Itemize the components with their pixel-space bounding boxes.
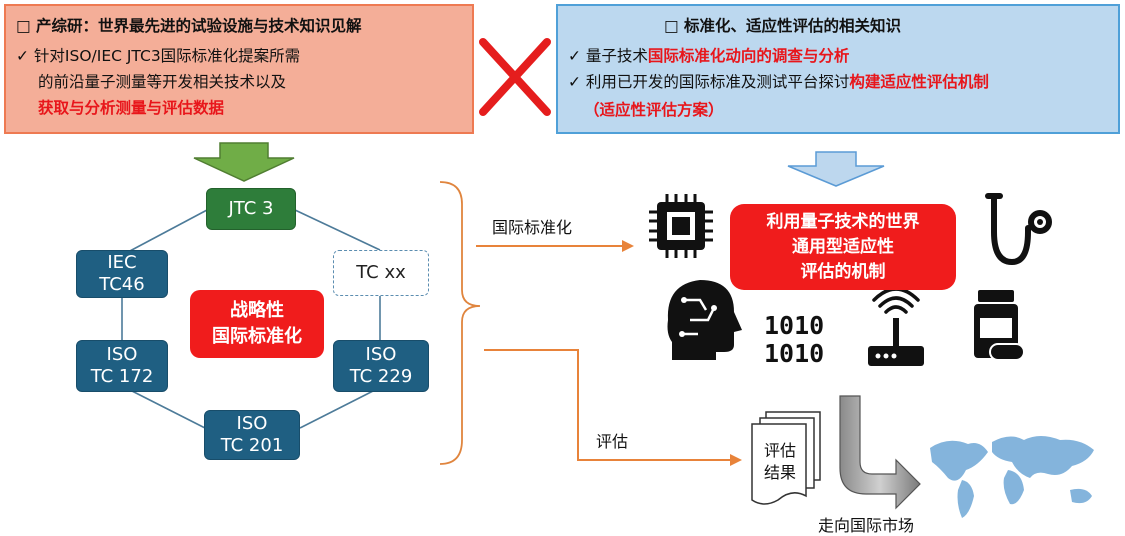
- binary-data-icon: 1010 1010: [764, 312, 824, 368]
- node-tcxx-label: TC xx: [356, 262, 406, 283]
- right-box-title: □ 标准化、适应性评估的相关知识: [664, 17, 902, 35]
- brace: [439, 181, 481, 465]
- node-iec-line1: IEC: [107, 252, 137, 273]
- mechanism-line-1: 利用量子技术的世界: [766, 211, 920, 232]
- node-iso201-line1: ISO: [236, 413, 268, 434]
- result-line-2: 结果: [763, 463, 796, 482]
- strategic-line-2: 国际标准化: [212, 326, 302, 347]
- right-box-line-3: （适应性评估方案）: [584, 101, 724, 119]
- node-iec-line2: TC46: [99, 274, 145, 295]
- node-iso172-line1: ISO: [106, 344, 138, 365]
- evaluation-mechanism-box: 利用量子技术的世界 通用型适应性 评估的机制: [730, 204, 956, 290]
- router-icon: [868, 287, 924, 366]
- node-iso229-line2: TC 229: [349, 366, 413, 387]
- right-box-line-2-prefix: ✓ 利用已开发的国际标准及测试平台探讨: [568, 73, 850, 91]
- node-iec-tc46: IEC TC46: [76, 250, 168, 298]
- strategic-line-1: 战略性: [230, 300, 284, 321]
- bent-arrow: [839, 395, 921, 510]
- node-iso-tc229: ISO TC 229: [333, 340, 429, 392]
- node-jtc3-label: JTC 3: [228, 198, 274, 219]
- node-tc-xx: TC xx: [333, 250, 429, 296]
- cross-icon: [479, 38, 551, 116]
- medicine-icon: [974, 290, 1025, 361]
- chip-icon: [649, 194, 713, 258]
- node-iso-tc201: ISO TC 201: [204, 410, 300, 460]
- right-box-line-1: ✓ 量子技术国际标准化动向的调查与分析: [568, 44, 849, 66]
- network-links: [121, 209, 381, 429]
- stethoscope-icon: [985, 193, 1052, 266]
- result-line-1: 评估: [763, 441, 796, 460]
- ai-head-icon: [667, 280, 742, 360]
- down-arrow-green: [193, 142, 295, 182]
- node-iso-tc172: ISO TC 172: [76, 340, 168, 392]
- binary-line-1: 1010: [764, 311, 825, 340]
- left-box-line-1: ✓ 针对ISO/IEC JTC3国际标准化提案所需: [16, 47, 301, 65]
- evaluation-result-label: 评估 结果: [760, 440, 800, 484]
- node-jtc3: JTC 3: [206, 188, 296, 230]
- left-box-line-3: 获取与分析测量与评估数据: [38, 99, 225, 117]
- right-box-line-2: ✓ 利用已开发的国际标准及测试平台探讨构建适应性评估机制: [568, 70, 989, 92]
- right-box-line-1-prefix: ✓ 量子技术: [568, 47, 648, 65]
- right-box-line-1-highlight: 国际标准化动向的调查与分析: [647, 47, 850, 65]
- document-stack-icon: [751, 411, 821, 505]
- world-map: [930, 436, 1094, 518]
- binary-line-2: 1010: [764, 339, 825, 368]
- mechanism-line-3: 评估的机制: [800, 261, 886, 282]
- right-box-line-2-highlight: 构建适应性评估机制: [849, 73, 989, 91]
- left-box-title: □ 产综研：世界最先进的试验设施与技术知识见解: [16, 17, 362, 35]
- down-arrow-blue: [787, 151, 885, 187]
- international-market-label: 走向国际市场: [818, 516, 915, 535]
- left-info-box: □ 产综研：世界最先进的试验设施与技术知识见解 ✓ 针对ISO/IEC JTC3…: [4, 4, 474, 134]
- node-iso229-line1: ISO: [365, 344, 397, 365]
- label-standardization: 国际标准化: [492, 218, 573, 237]
- left-box-line-2: 的前沿量子测量等开发相关技术以及: [38, 73, 287, 91]
- strategic-standardization-box: 战略性 国际标准化: [190, 290, 324, 358]
- node-iso201-line2: TC 201: [220, 435, 284, 456]
- right-info-box: □ 标准化、适应性评估的相关知识 ✓ 量子技术国际标准化动向的调查与分析 ✓ 利…: [556, 4, 1120, 134]
- label-evaluation: 评估: [596, 432, 629, 451]
- node-iso172-line2: TC 172: [90, 366, 154, 387]
- mechanism-line-2: 通用型适应性: [792, 236, 894, 257]
